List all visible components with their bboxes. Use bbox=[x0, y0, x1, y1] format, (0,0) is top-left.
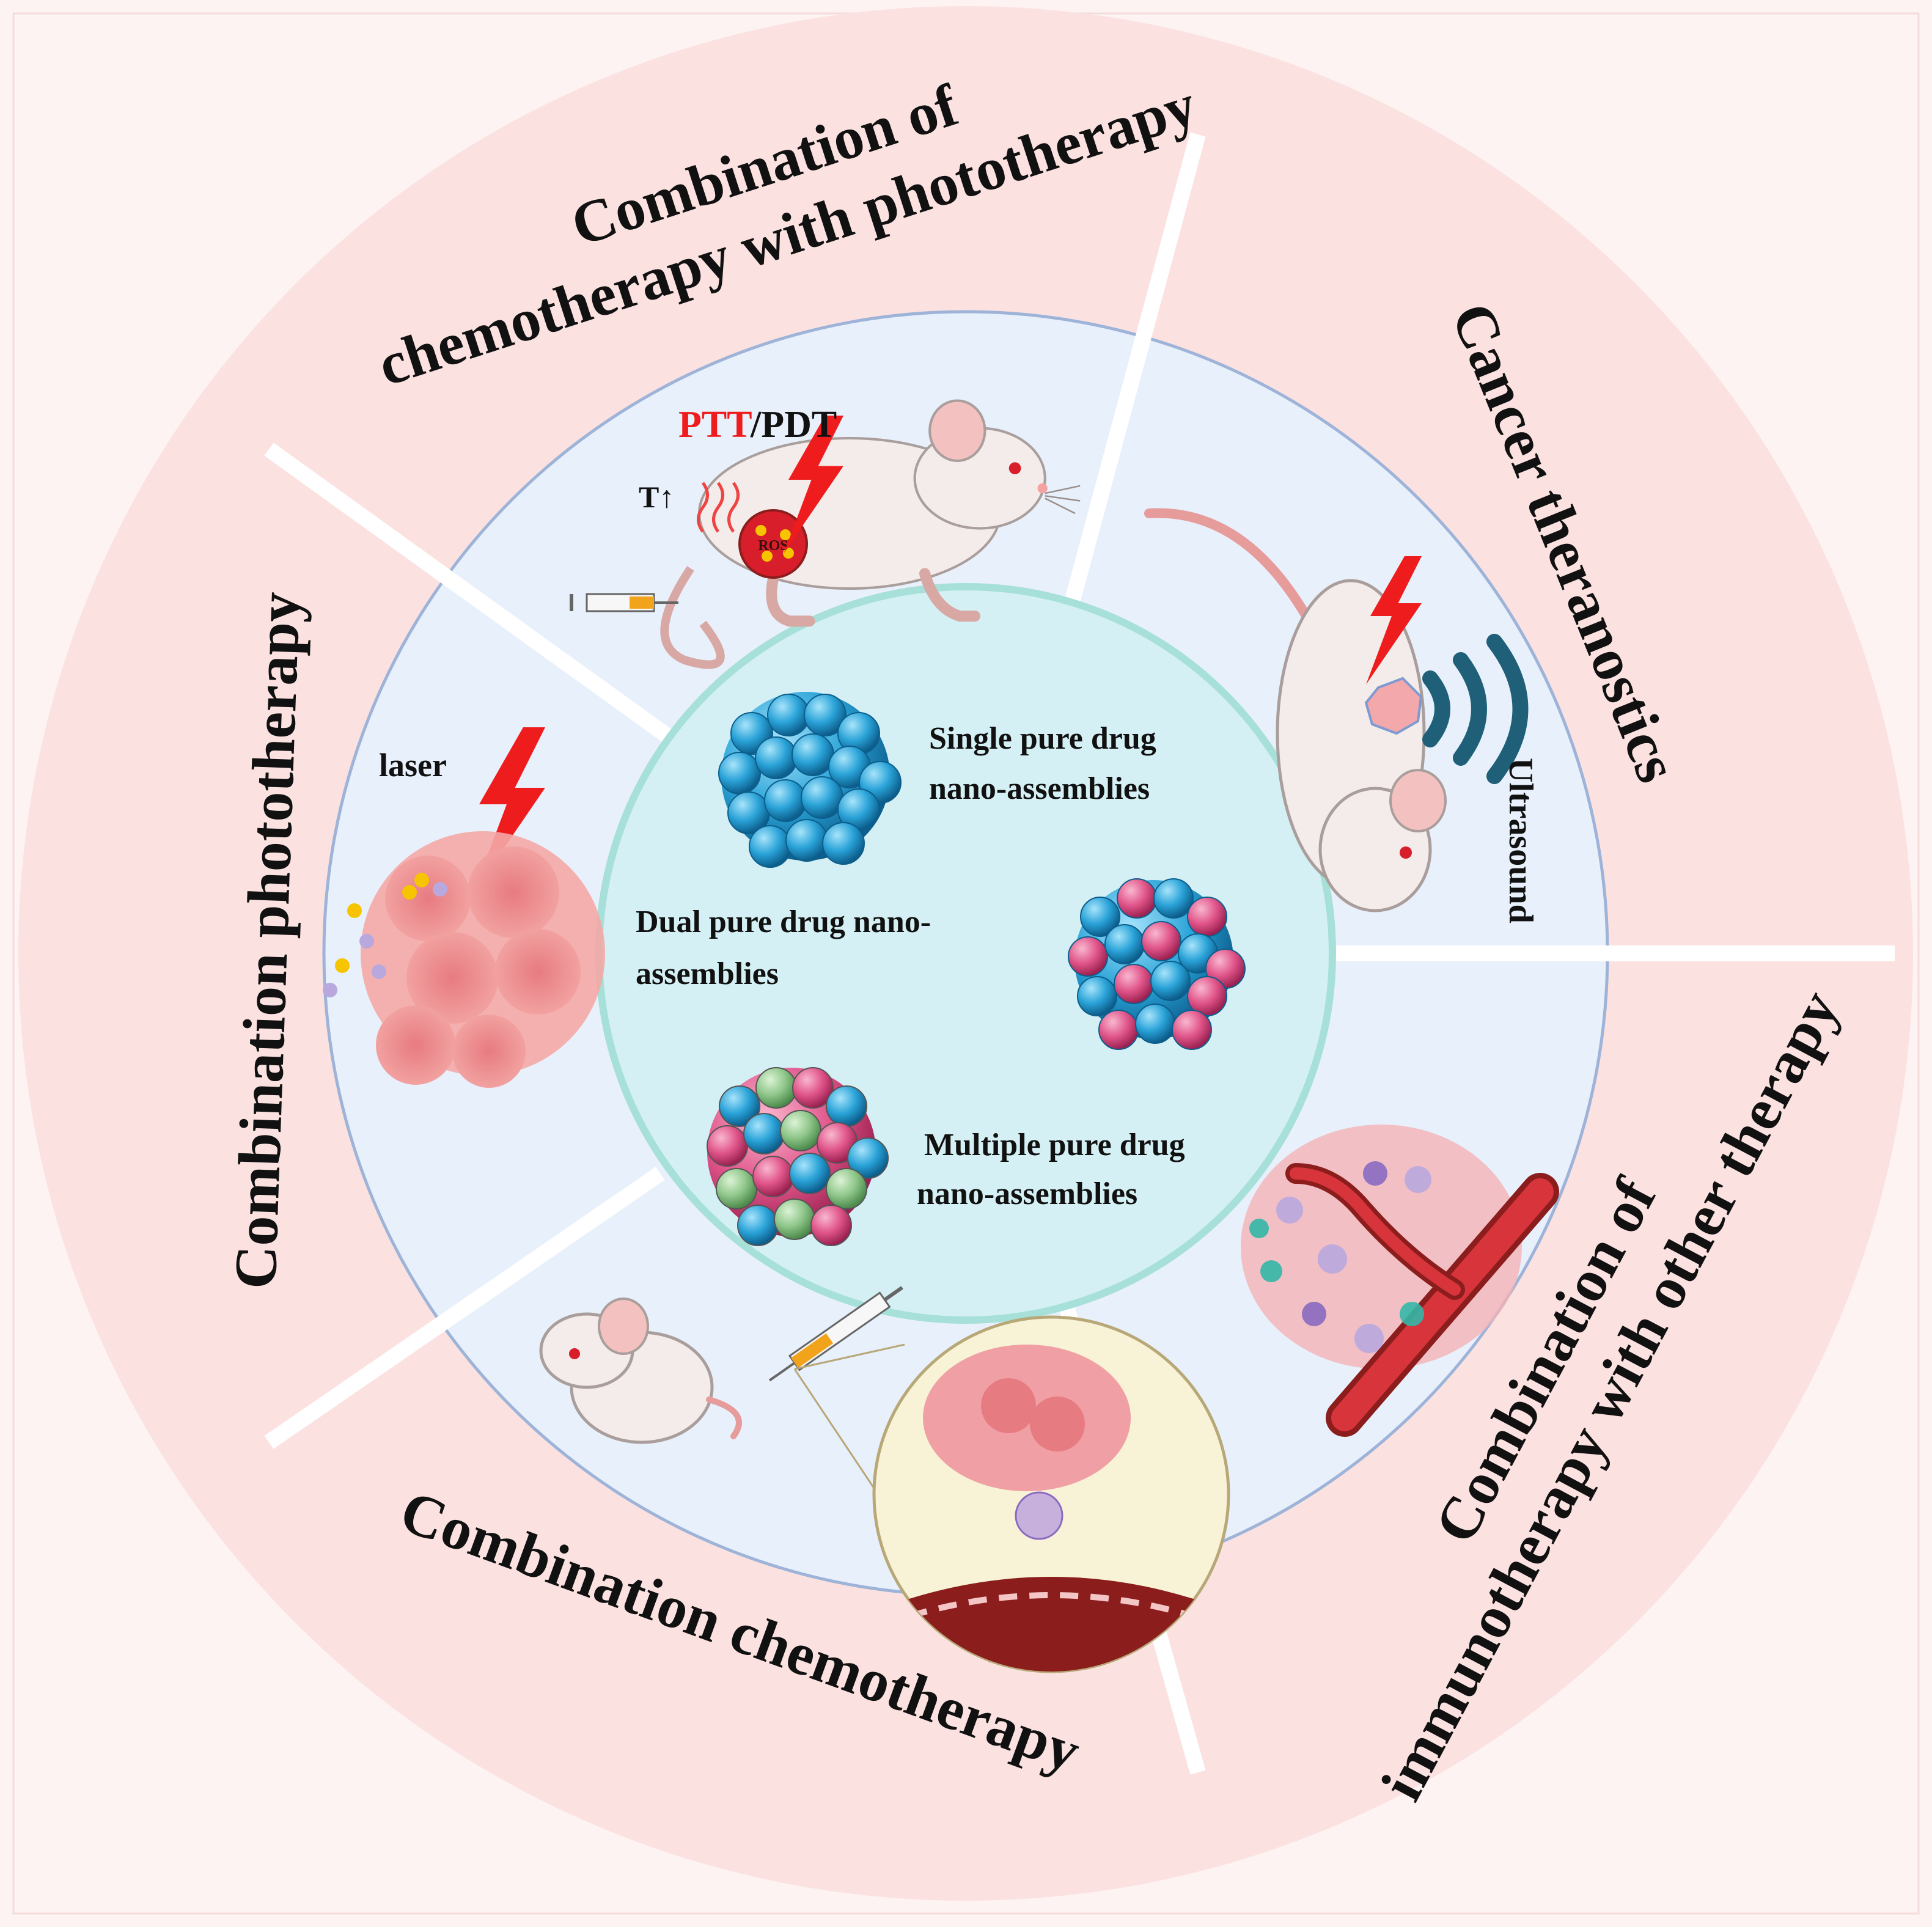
dual-nano-assembly-sphere bbox=[1068, 878, 1246, 1050]
tumor-icon bbox=[1364, 677, 1423, 735]
ptt-pdt-illustration: ROS PTT /PDT T↑ bbox=[570, 401, 1080, 669]
single-label-line2: nano-assemblies bbox=[929, 771, 1150, 806]
ultrasound-label: Ultrasound bbox=[1502, 758, 1540, 923]
mouse-tail bbox=[706, 1397, 742, 1439]
tumor-icon bbox=[738, 509, 808, 579]
dual-label-line2: assemblies bbox=[636, 956, 779, 991]
divider-photo-chemo-photo bbox=[264, 442, 677, 746]
ptt-label: PTT bbox=[678, 404, 752, 446]
ros-label: ROS bbox=[758, 538, 788, 554]
divider-chemo-photo bbox=[264, 1167, 665, 1449]
mouse-tail bbox=[1144, 508, 1325, 647]
dual-label-line1: Dual pure drug nano- bbox=[636, 905, 931, 939]
syringe-icon bbox=[570, 593, 678, 612]
laser-label: laser bbox=[379, 747, 447, 784]
theranostics-illustration: Ultrasound bbox=[1144, 508, 1540, 923]
drug-release-dots bbox=[323, 873, 447, 997]
single-nano-assembly-sphere bbox=[718, 692, 902, 868]
pdt-label: /PDT bbox=[750, 404, 837, 446]
tumor-cells-icon bbox=[361, 831, 605, 1088]
mouse-ear bbox=[598, 1298, 649, 1355]
ultrasound-wave-icon bbox=[1422, 634, 1529, 784]
temperature-label: T↑ bbox=[639, 480, 674, 514]
mouse-eye bbox=[569, 1348, 580, 1359]
ultrasound-label-group: Ultrasound bbox=[1502, 758, 1540, 923]
divider-chemo-photo-theranostics bbox=[1062, 132, 1206, 614]
heat-waves-icon bbox=[697, 482, 740, 533]
mouse-tail bbox=[660, 566, 725, 669]
multiple-label-line1: Multiple pure drug bbox=[924, 1128, 1185, 1162]
immuno-illustration bbox=[1241, 1125, 1559, 1437]
mouse-eye bbox=[1400, 846, 1412, 859]
single-label-line1: Single pure drug bbox=[929, 721, 1156, 756]
multiple-label-line2: nano-assemblies bbox=[917, 1176, 1137, 1211]
multiple-nano-assembly-sphere bbox=[707, 1067, 889, 1246]
syringe-icon bbox=[768, 1286, 903, 1382]
mouse-ear bbox=[1389, 769, 1447, 832]
photo-illustration: laser bbox=[323, 727, 605, 1088]
